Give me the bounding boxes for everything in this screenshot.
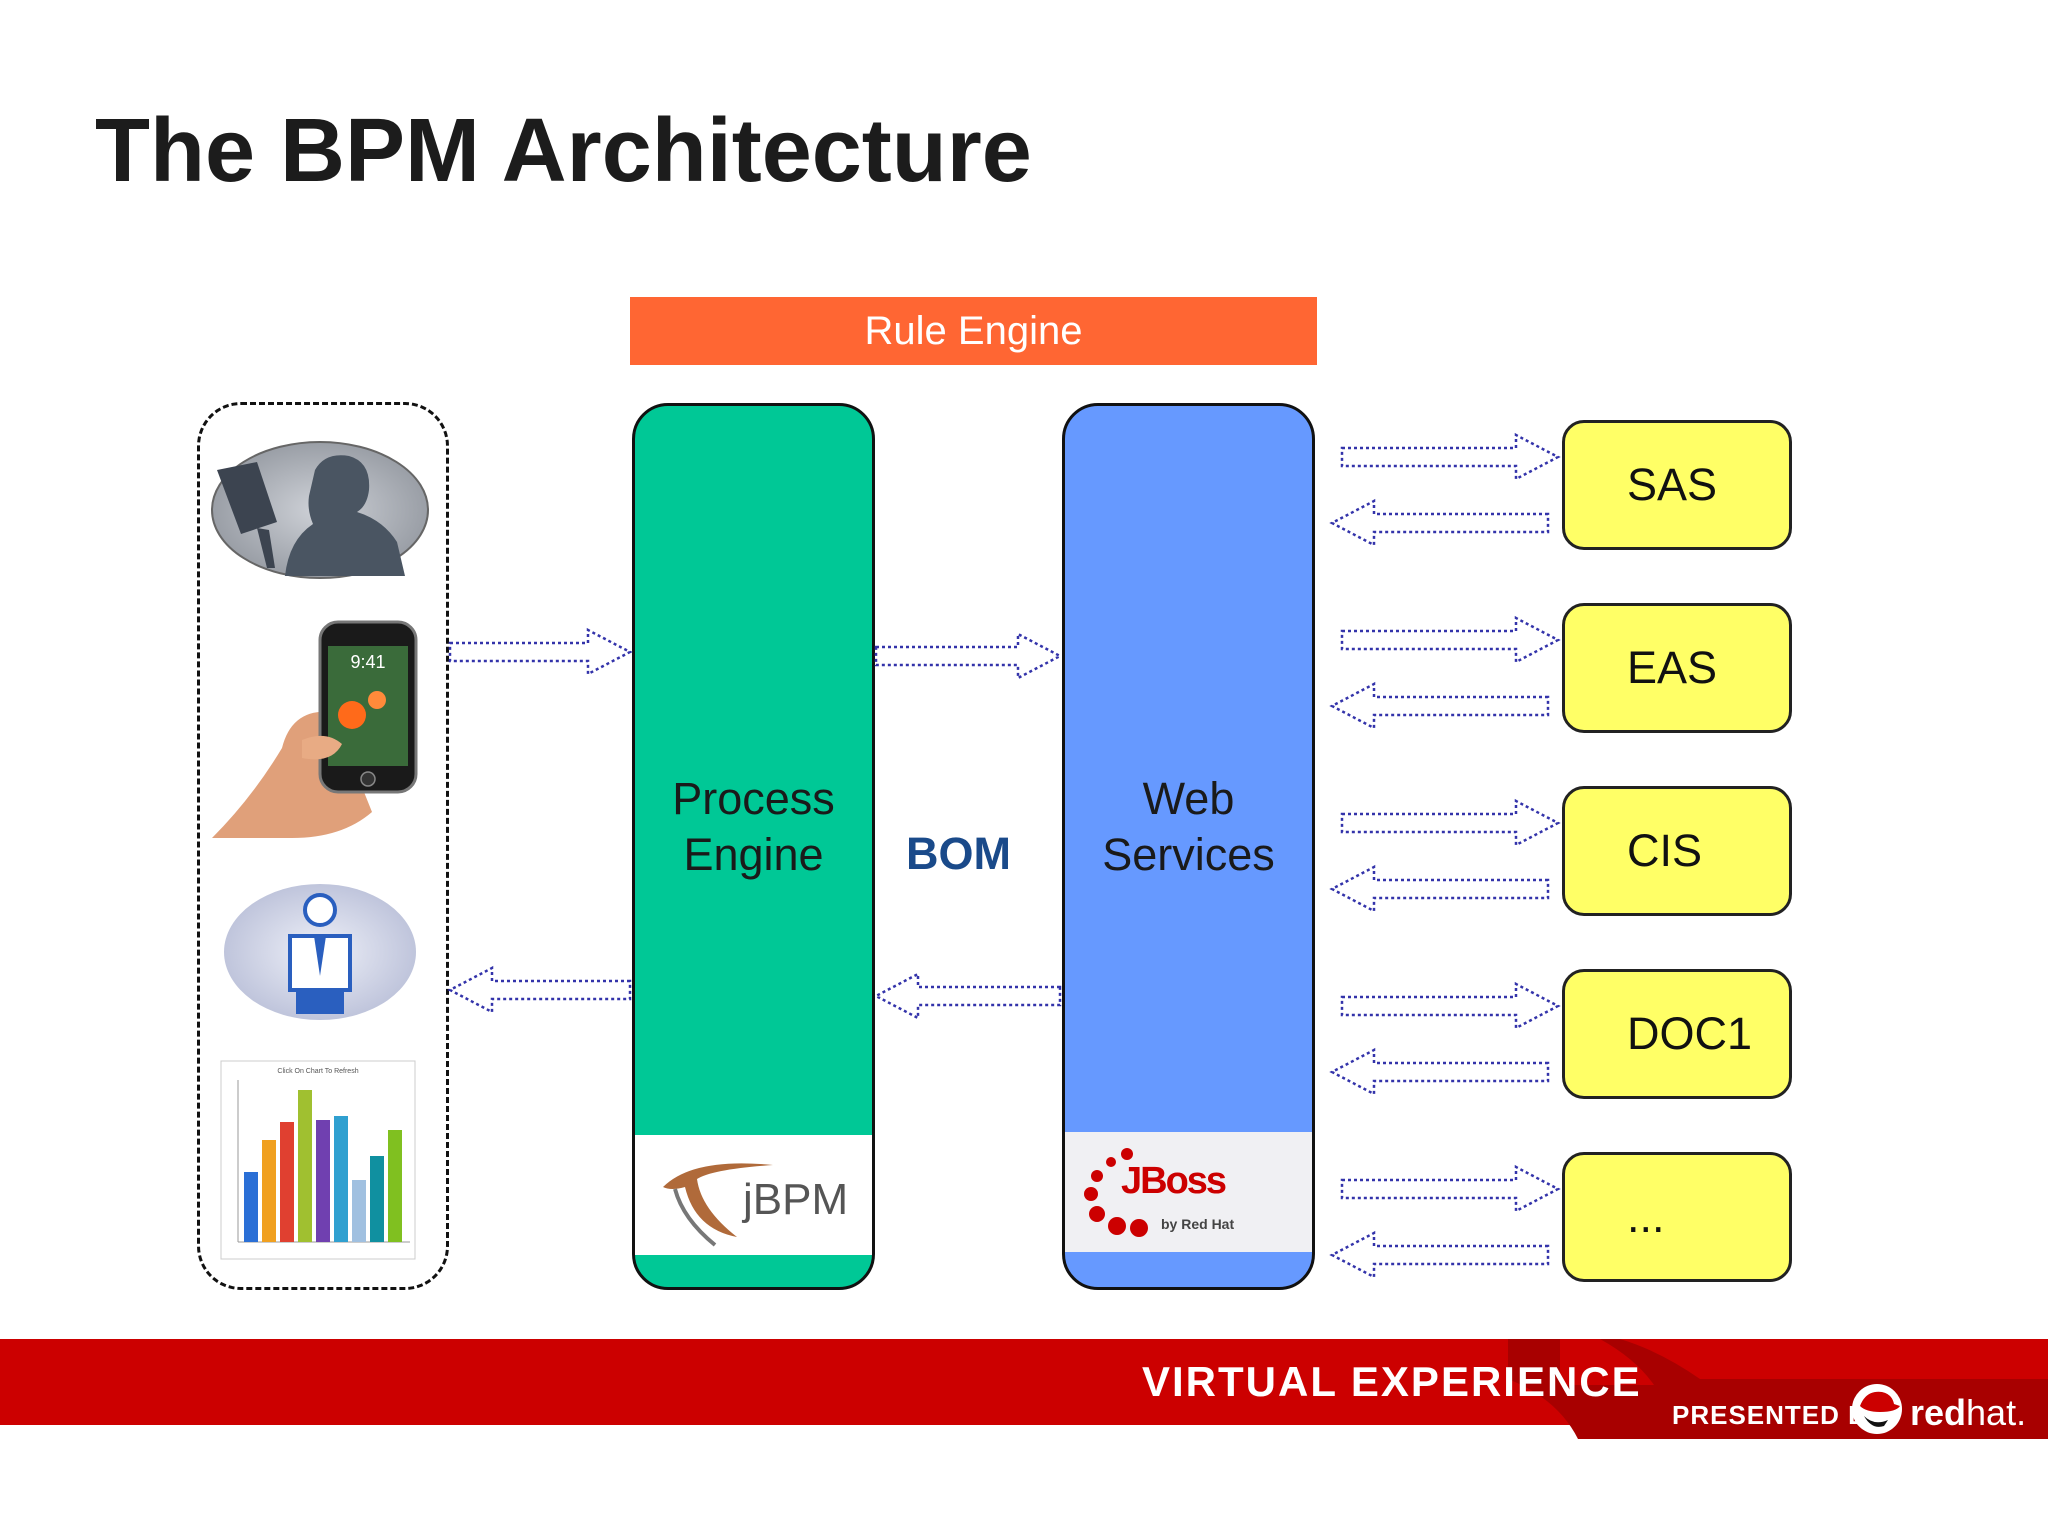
arrow-web-to-system-4 <box>1340 1164 1561 1214</box>
jboss-logo-text: JBoss <box>1121 1160 1227 1202</box>
arrow-clients-to-process <box>448 627 633 677</box>
rule-engine-bar: Rule Engine <box>630 297 1317 365</box>
jbpm-logo: jBPM <box>635 1135 872 1255</box>
arrow-web-to-process <box>873 971 1062 1021</box>
arrows-layer <box>447 432 1561 1280</box>
arrow-system-to-web-1 <box>1329 681 1550 731</box>
footer-redhat-logo: redhat. <box>1910 1392 2027 1433</box>
process-engine-label: Process Engine <box>672 773 835 880</box>
system-box-cis: CIS <box>1562 786 1792 916</box>
smartphone-icon: 9:41 <box>212 620 418 838</box>
arrow-process-to-web <box>874 631 1063 681</box>
arrow-system-to-web-0 <box>1329 498 1550 548</box>
system-box-sas: SAS <box>1562 420 1792 550</box>
chart-thumb-title: Click On Chart To Refresh <box>277 1068 358 1075</box>
footer-presented-by: PRESENTED BY <box>1672 1400 1887 1430</box>
jboss-logo-sub: by Red Hat <box>1161 1216 1235 1232</box>
clients-group <box>197 402 449 1290</box>
footer-virtual-experience: VIRTUAL EXPERIENCE <box>1142 1358 1642 1405</box>
arrow-web-to-system-1 <box>1340 615 1561 665</box>
arrow-web-to-system-3 <box>1340 981 1561 1031</box>
slide-title: The BPM Architecture <box>95 101 1032 201</box>
web-services-block: Web Services JBoss by Red Hat <box>1062 403 1315 1290</box>
desktop-user-icon <box>211 441 429 579</box>
web-services-label: Web Services <box>1102 773 1275 880</box>
arrow-process-to-clients <box>447 965 632 1015</box>
footer-swoosh <box>1508 1339 2048 1439</box>
jbpm-logo-text: jBPM <box>743 1175 849 1224</box>
phone-time: 9:41 <box>350 652 385 672</box>
arrow-web-to-system-0 <box>1340 432 1561 482</box>
jboss-dots-icon <box>1084 1148 1148 1237</box>
arrow-web-to-system-2 <box>1340 798 1561 848</box>
redhat-shadowman-icon <box>1852 1384 1902 1434</box>
bom-label: BOM <box>906 828 1011 879</box>
system-box-eas: EAS <box>1562 603 1792 733</box>
arrow-system-to-web-2 <box>1329 864 1550 914</box>
business-user-icon <box>224 884 416 1020</box>
jbpm-swoosh-icon <box>663 1163 773 1247</box>
arrow-system-to-web-4 <box>1329 1230 1550 1280</box>
system-box-doc1: DOC1 <box>1562 969 1792 1099</box>
system-box-more: ... <box>1562 1152 1792 1282</box>
bar-chart-thumbnail-icon: Click On Chart To Refresh <box>220 1060 416 1260</box>
arrow-system-to-web-3 <box>1329 1047 1550 1097</box>
process-engine-block: Process Engine jBPM <box>632 403 875 1290</box>
jboss-logo: JBoss by Red Hat <box>1065 1132 1312 1252</box>
